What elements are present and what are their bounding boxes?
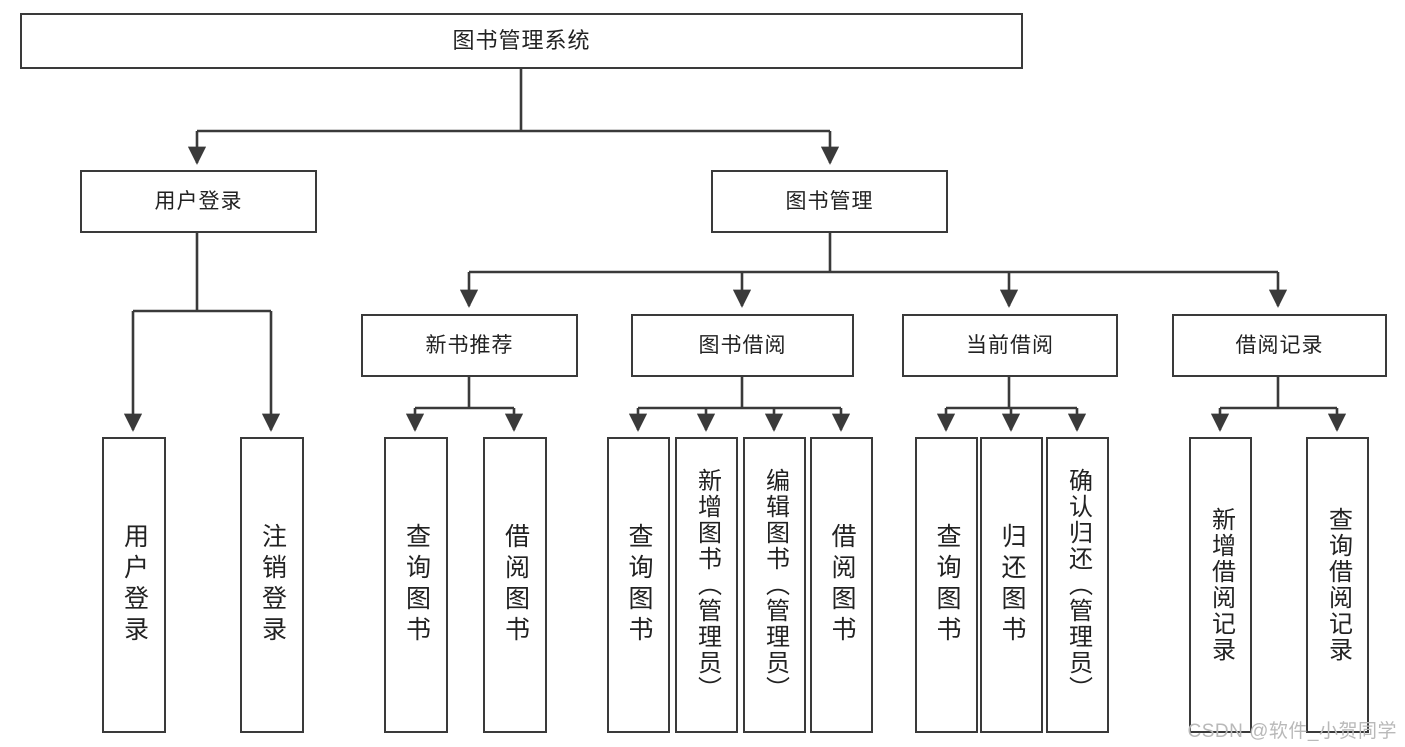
leaf-book-borrow-lend[interactable]: 借阅图书 (810, 437, 873, 733)
node-label: 查询图书 (933, 523, 961, 647)
node-new-book-recommend[interactable]: 新书推荐 (361, 314, 578, 377)
node-user-login[interactable]: 用户登录 (80, 170, 317, 233)
node-label: 图书管理系统 (452, 27, 591, 53)
node-label: 当前借阅 (966, 333, 1054, 357)
node-label: 编辑图书（管理员） (761, 468, 789, 702)
watermark-text: CSDN @软件_小贺同学 (1187, 721, 1397, 742)
node-label: 借阅记录 (1235, 333, 1324, 357)
node-label: 新增图书（管理员） (693, 468, 721, 702)
leaf-current-borrow-query[interactable]: 查询图书 (915, 437, 978, 733)
node-book-management[interactable]: 图书管理 (711, 170, 948, 233)
node-label: 查询图书 (402, 523, 431, 647)
node-label: 查询借阅记录 (1324, 507, 1352, 663)
leaf-borrow-record-query[interactable]: 查询借阅记录 (1306, 437, 1369, 733)
leaf-borrow-record-add[interactable]: 新增借阅记录 (1189, 437, 1252, 733)
node-label: 注销登录 (258, 523, 287, 647)
leaf-new-book-query[interactable]: 查询图书 (384, 437, 448, 733)
node-label: 借阅图书 (501, 523, 530, 647)
node-label: 新书推荐 (425, 333, 514, 357)
leaf-new-book-borrow[interactable]: 借阅图书 (483, 437, 547, 733)
node-label: 借阅图书 (828, 523, 856, 647)
leaf-user-login-signin[interactable]: 用户登录 (102, 437, 166, 733)
leaf-book-borrow-edit[interactable]: 编辑图书（管理员） (743, 437, 806, 733)
node-current-borrow[interactable]: 当前借阅 (902, 314, 1118, 377)
leaf-user-login-signout[interactable]: 注销登录 (240, 437, 304, 733)
node-label: 确认归还（管理员） (1064, 468, 1092, 702)
leaf-current-borrow-confirm-return[interactable]: 确认归还（管理员） (1046, 437, 1109, 733)
node-borrow-record[interactable]: 借阅记录 (1172, 314, 1387, 377)
node-label: 图书管理 (785, 189, 874, 213)
node-label: 图书借阅 (698, 333, 787, 357)
node-root-book-management-system[interactable]: 图书管理系统 (20, 13, 1023, 69)
node-label: 查询图书 (625, 523, 653, 647)
node-label: 用户登录 (120, 523, 149, 647)
leaf-current-borrow-return[interactable]: 归还图书 (980, 437, 1043, 733)
node-book-borrow[interactable]: 图书借阅 (631, 314, 854, 377)
node-label: 新增借阅记录 (1207, 507, 1235, 663)
node-label: 归还图书 (998, 523, 1026, 647)
leaf-book-borrow-query[interactable]: 查询图书 (607, 437, 670, 733)
node-label: 用户登录 (154, 189, 243, 213)
leaf-book-borrow-add[interactable]: 新增图书（管理员） (675, 437, 738, 733)
